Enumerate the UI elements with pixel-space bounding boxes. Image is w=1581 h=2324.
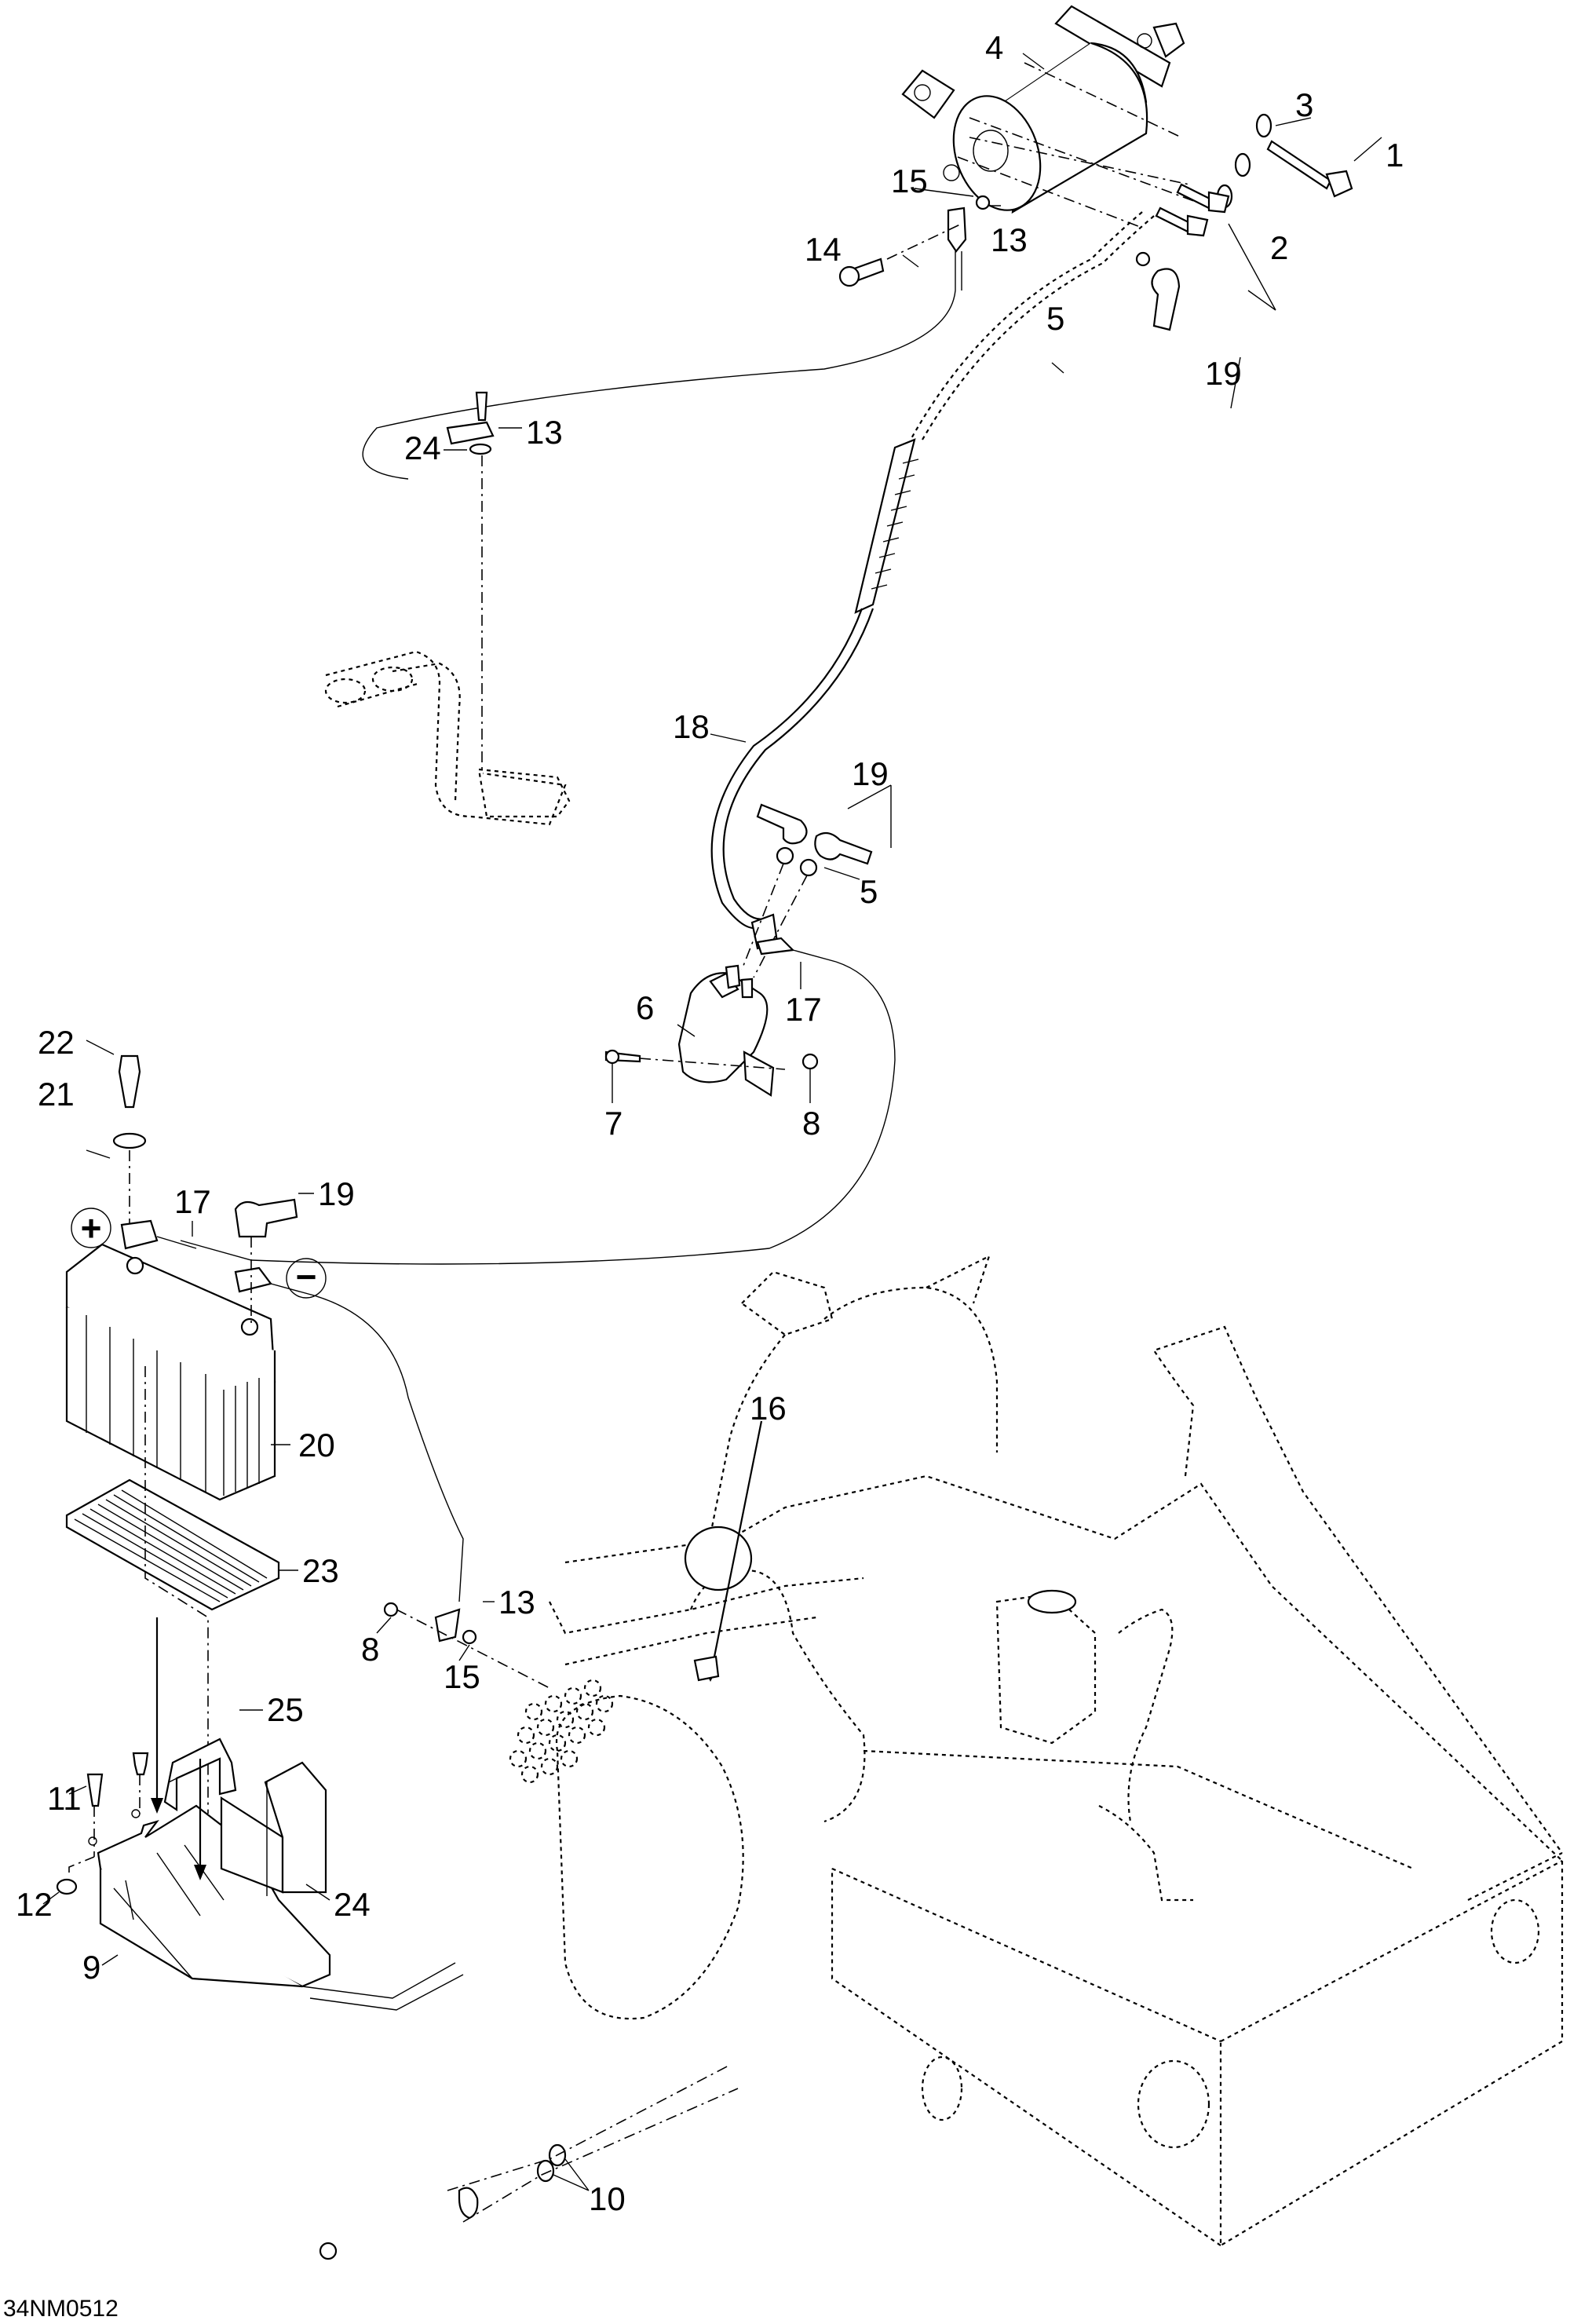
lock-washer-15-top xyxy=(975,195,991,210)
bolt-1 xyxy=(1266,140,1353,198)
callout-14: 14 xyxy=(805,231,842,268)
positive-symbol: + xyxy=(71,1208,111,1248)
callout-9: 9 xyxy=(82,1949,100,1986)
callout-12: 12 xyxy=(16,1886,53,1923)
cable-sleeve xyxy=(854,438,919,614)
washer-3 xyxy=(1216,113,1272,209)
callout-5a: 5 xyxy=(1046,300,1064,337)
filler-cap-16 xyxy=(684,1420,763,1682)
callout-17a: 17 xyxy=(785,991,822,1028)
callout-5b: 5 xyxy=(860,873,878,910)
battery-tray-9 xyxy=(88,1804,331,1988)
callout-22: 22 xyxy=(38,1024,75,1061)
callout-15b: 15 xyxy=(444,1658,480,1695)
svg-text:+: + xyxy=(81,1208,102,1248)
callout-16: 16 xyxy=(750,1390,787,1427)
callout-19b: 19 xyxy=(852,755,889,792)
nut-8-low xyxy=(383,1602,399,1617)
battery-mat-23 xyxy=(65,1478,280,1611)
bolt-13-mid xyxy=(475,391,488,422)
strap-25 xyxy=(163,1738,237,1812)
washer-24-top xyxy=(469,443,492,455)
terminal-negative xyxy=(234,1266,272,1293)
bolt-11-b xyxy=(132,1752,149,1776)
nut-12 xyxy=(56,1878,78,1895)
callout-15a: 15 xyxy=(891,163,928,199)
boot-19-top xyxy=(1151,268,1181,331)
regulator-bracket xyxy=(324,650,571,826)
nut-8-top xyxy=(801,1053,819,1070)
svg-text:−: − xyxy=(296,1256,317,1297)
callout-8b: 8 xyxy=(361,1631,379,1668)
vehicle-frame xyxy=(549,1254,1564,2247)
lock-washer-15-low xyxy=(462,1629,477,1645)
terminal-17-positive xyxy=(120,1219,159,1250)
callout-4: 4 xyxy=(985,29,1003,66)
callout-24a: 24 xyxy=(404,429,441,466)
battery-20 xyxy=(65,1243,276,1501)
bolt-11-a xyxy=(86,1773,104,1807)
starter-motor xyxy=(901,5,1185,214)
nut-5-top xyxy=(1135,251,1151,267)
callout-13b: 13 xyxy=(526,414,563,451)
callout-6: 6 xyxy=(636,989,654,1026)
cover-24 xyxy=(220,1761,327,1896)
callout-18: 18 xyxy=(673,708,710,745)
boot-19-battery xyxy=(234,1198,298,1238)
callout-24b: 24 xyxy=(334,1886,371,1923)
callout-11: 11 xyxy=(47,1780,82,1817)
callout-2: 2 xyxy=(1270,229,1288,266)
reference-code: 34NM0512 xyxy=(3,2296,119,2322)
terminal-17-solenoid xyxy=(756,937,795,956)
callout-13c: 13 xyxy=(498,1584,535,1621)
callout-13a: 13 xyxy=(991,221,1028,258)
callout-23: 23 xyxy=(302,1552,339,1589)
callout-1: 1 xyxy=(1386,137,1404,174)
callout-8a: 8 xyxy=(802,1105,820,1142)
washer-10-b xyxy=(536,2159,555,2183)
bolts-2 xyxy=(1155,183,1230,237)
callout-19a: 19 xyxy=(1205,355,1242,392)
terminal-13-top xyxy=(947,206,967,253)
negative-symbol: − xyxy=(286,1256,327,1299)
frame-perforations xyxy=(509,1679,614,1784)
coolant-reservoir xyxy=(995,1589,1193,1902)
callout-17b: 17 xyxy=(174,1183,211,1220)
callout-10: 10 xyxy=(589,2180,626,2217)
solenoid-6 xyxy=(677,964,775,1097)
boot-19-mid-b xyxy=(814,831,873,865)
oil-tank xyxy=(555,1569,866,2020)
callout-25: 25 xyxy=(267,1691,304,1728)
nut-5-mid-a xyxy=(776,846,794,865)
bolt-22 xyxy=(118,1054,141,1109)
callout-leaders xyxy=(42,53,1382,2191)
callout-21: 21 xyxy=(38,1076,75,1113)
terminal-13-mid xyxy=(446,421,495,445)
callout-7: 7 xyxy=(604,1105,623,1142)
terminal-13-low xyxy=(434,1608,461,1643)
callouts: 1 2 3 4 5 19 15 13 14 13 24 18 19 5 6 7 … xyxy=(16,29,1404,2217)
callout-3: 3 xyxy=(1295,86,1313,123)
washer-21 xyxy=(112,1132,147,1149)
boot-19-mid-a xyxy=(756,803,808,845)
callout-19c: 19 xyxy=(318,1175,355,1212)
callout-20: 20 xyxy=(298,1427,335,1463)
nut-5-mid-b xyxy=(799,858,818,877)
